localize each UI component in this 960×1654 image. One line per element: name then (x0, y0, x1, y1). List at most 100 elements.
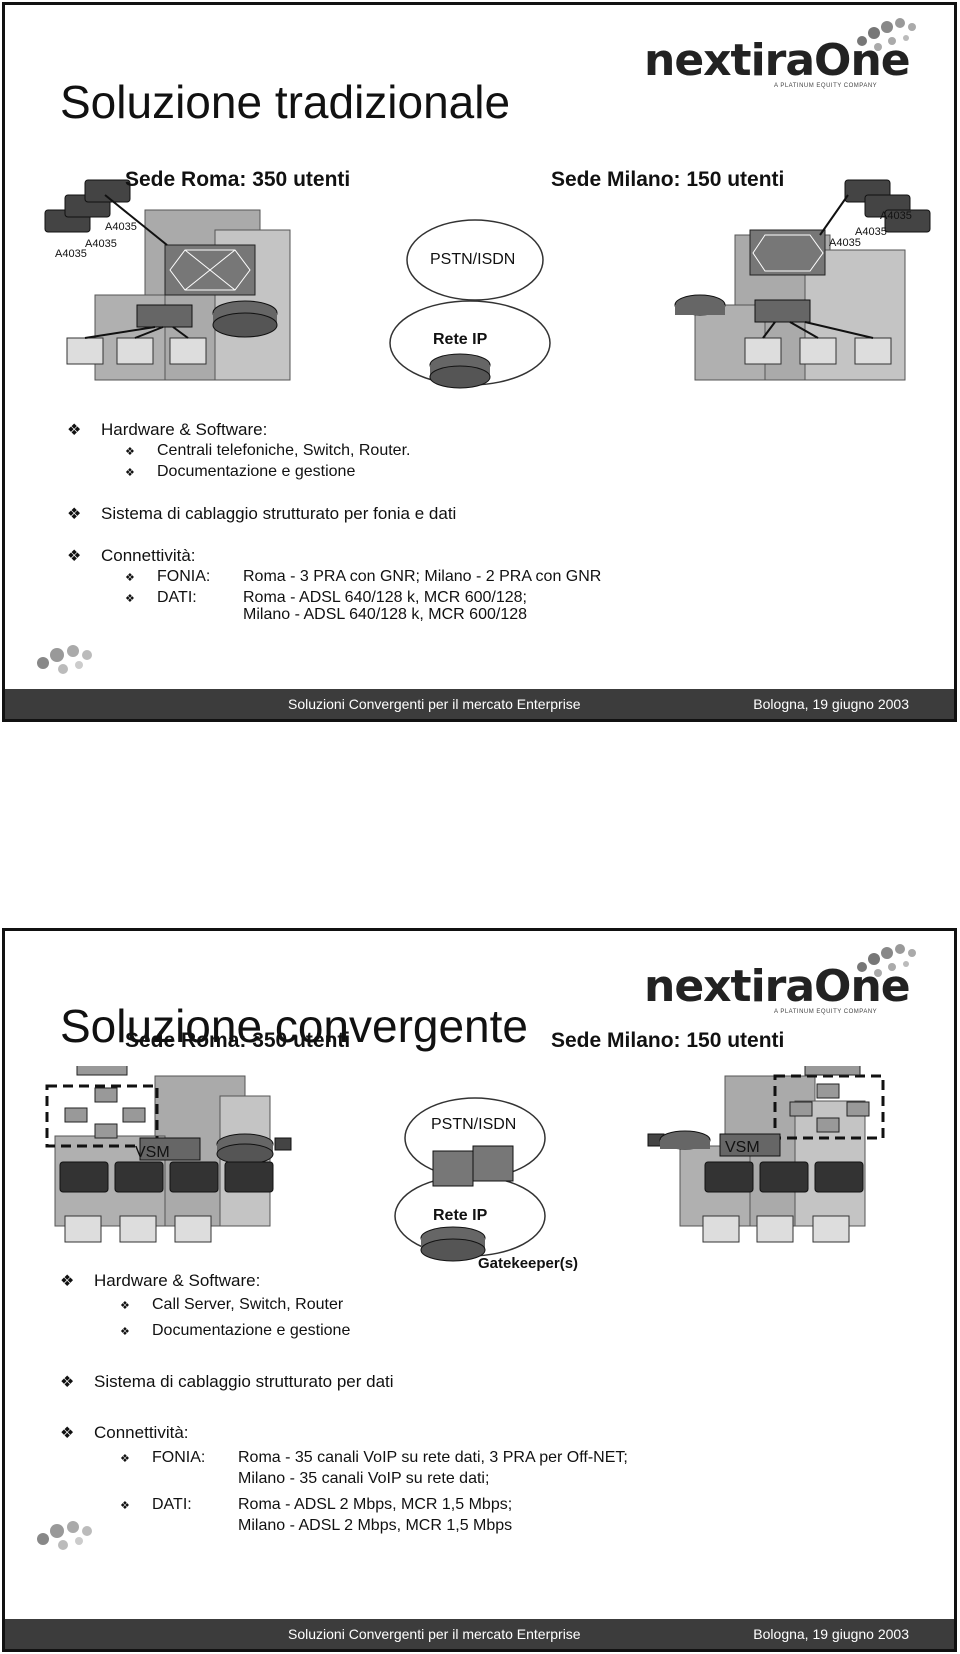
sub-bullet: ❖Documentazione e gestione (125, 463, 356, 480)
milano-phones-icon (819, 179, 931, 236)
sub-bullet-fonia: ❖FONIA: (120, 1449, 206, 1466)
gatekeeper-router-icon (420, 1226, 486, 1262)
milano-ip-phones-icon (704, 1161, 864, 1193)
fonia-value: Roma - 35 canali VoIP su rete dati, 3 PR… (238, 1449, 628, 1466)
roma-router-icon (212, 300, 278, 338)
rete-ip-label: Rete IP (433, 331, 488, 348)
nextiraone-logo: nextiraOne A PLATINUM EQUITY COMPANY (644, 13, 916, 89)
gateway-switches-icon (432, 1145, 514, 1187)
roma-ip-phones-icon (59, 1161, 274, 1193)
call-server-icon (64, 1066, 146, 1139)
logo-tagline: A PLATINUM EQUITY COMPANY (774, 1009, 878, 1015)
footer-title: Soluzioni Convergenti per il mercato Ent… (288, 696, 581, 712)
bullet-diamond-icon: ❖ (125, 446, 135, 458)
logo-word: nextiraOne (644, 961, 911, 1012)
phone-label: A4035 (85, 238, 117, 250)
bullet-diamond-icon: ❖ (67, 506, 82, 523)
network-diagram (44, 179, 931, 389)
page-title: Soluzione convergente (60, 1000, 528, 1052)
network-diagram (45, 1066, 885, 1262)
slide-convergent: nextiraOne A PLATINUM EQUITY COMPANY Sol… (2, 928, 957, 1652)
sub-bullet-fonia: ❖FONIA: (125, 568, 211, 585)
pstn-cloud (406, 219, 544, 301)
sub-bullet-dati: ❖DATI: (125, 589, 197, 606)
call-server-box (773, 1074, 885, 1140)
sub-bullet: ❖Call Server, Switch, Router (120, 1296, 344, 1313)
roma-pbx-icon (164, 244, 256, 296)
footer-date: Bologna, 19 giugno 2003 (753, 696, 909, 712)
fonia-value: Milano - 35 canali VoIP su rete dati; (238, 1470, 490, 1487)
bullet-diamond-icon: ❖ (67, 422, 82, 439)
fonia-value: Roma - 3 PRA con GNR; Milano - 2 PRA con… (243, 568, 602, 585)
bullet-diamond-icon: ❖ (125, 467, 135, 479)
bullet-hardware: ❖Hardware & Software: (60, 1271, 261, 1290)
bullet-cabling: ❖Sistema di cablaggio strutturato per da… (60, 1372, 394, 1391)
footer-dots-icon (37, 645, 92, 674)
pstn-label: PSTN/ISDN (430, 251, 516, 268)
logo-dots-icon (857, 18, 916, 51)
core-router-icon (429, 353, 491, 389)
dati-value: Milano - ADSL 640/128 k, MCR 600/128 (243, 606, 528, 623)
vsm-label: VSM (135, 1144, 170, 1161)
page-title: Soluzione tradizionale (60, 76, 511, 128)
sub-bullet: ❖Documentazione e gestione (120, 1322, 351, 1339)
bullet-connettivita: ❖Connettività: (67, 546, 196, 565)
bullet-diamond-icon: ❖ (120, 1453, 130, 1465)
milano-switch-icon (754, 299, 811, 323)
rete-ip-label: Rete IP (433, 1207, 488, 1224)
call-server-icon (789, 1066, 870, 1133)
bullet-connettivita: ❖Connettività: (60, 1423, 189, 1442)
sub-bullet: ❖Centrali telefoniche, Switch, Router. (125, 442, 411, 459)
site-milano-label: Sede Milano: 150 utenti (551, 1029, 785, 1052)
milano-router-icon (659, 1130, 711, 1150)
footer-dots-icon (37, 1521, 92, 1550)
bullet-diamond-icon: ❖ (60, 1273, 75, 1290)
footer-title: Soluzioni Convergenti per il mercato Ent… (288, 1626, 581, 1642)
gatekeeper-label: Gatekeeper(s) (478, 1255, 579, 1272)
milano-router-icon (674, 294, 726, 316)
milano-pbx-icon (749, 229, 826, 276)
dati-value: Milano - ADSL 2 Mbps, MCR 1,5 Mbps (238, 1517, 513, 1534)
phone-label: A4035 (829, 237, 861, 249)
logo-word: nextiraOne (644, 35, 911, 86)
phone-label: A4035 (105, 221, 137, 233)
dati-value: Roma - ADSL 640/128 k, MCR 600/128; (243, 589, 527, 606)
bullet-diamond-icon: ❖ (120, 1300, 130, 1312)
bullet-diamond-icon: ❖ (67, 548, 82, 565)
bullet-diamond-icon: ❖ (120, 1500, 130, 1512)
bullet-diamond-icon: ❖ (60, 1374, 75, 1391)
phone-label: A4035 (880, 210, 912, 222)
nextiraone-logo: nextiraOne A PLATINUM EQUITY COMPANY (644, 939, 916, 1015)
footer-date: Bologna, 19 giugno 2003 (753, 1626, 909, 1642)
site-roma-label: Sede Roma: 350 utenti (125, 168, 351, 191)
bullet-hardware: ❖Hardware & Software: (67, 420, 268, 439)
site-roma-label: Sede Roma: 350 utenti (125, 1029, 351, 1052)
logo-tagline: A PLATINUM EQUITY COMPANY (774, 83, 878, 89)
footer-bar: Soluzioni Convergenti per il mercato Ent… (5, 689, 954, 719)
roma-router-icon (216, 1133, 274, 1165)
bullet-cabling: ❖Sistema di cablaggio strutturato per fo… (67, 504, 457, 523)
sub-bullet-dati: ❖DATI: (120, 1496, 192, 1513)
milano-pcs-icon (702, 1215, 850, 1243)
dati-value: Roma - ADSL 2 Mbps, MCR 1,5 Mbps; (238, 1496, 513, 1513)
bullet-diamond-icon: ❖ (60, 1425, 75, 1442)
slide-traditional: nextiraOne A PLATINUM EQUITY COMPANY Sol… (2, 2, 957, 722)
voice-module-icon (274, 1137, 292, 1151)
milano-pcs-icon (744, 321, 892, 365)
roma-phones-icon (44, 179, 168, 246)
phone-label: A4035 (55, 248, 87, 260)
roma-pcs-icon (64, 1215, 212, 1243)
phone-label: A4035 (855, 226, 887, 238)
call-server-box (45, 1084, 159, 1148)
bullet-diamond-icon: ❖ (125, 572, 135, 584)
roma-switch-icon (136, 304, 193, 328)
site-milano-label: Sede Milano: 150 utenti (551, 168, 785, 191)
footer-bar: Soluzioni Convergenti per il mercato Ent… (5, 1619, 954, 1649)
roma-pcs-icon (66, 326, 207, 365)
logo-dots-icon (857, 944, 916, 977)
vsm-switch-icon (139, 1137, 201, 1161)
bullet-diamond-icon: ❖ (120, 1326, 130, 1338)
bullet-diamond-icon: ❖ (125, 593, 135, 605)
vsm-label: VSM (725, 1139, 760, 1156)
pstn-label: PSTN/ISDN (431, 1116, 517, 1133)
